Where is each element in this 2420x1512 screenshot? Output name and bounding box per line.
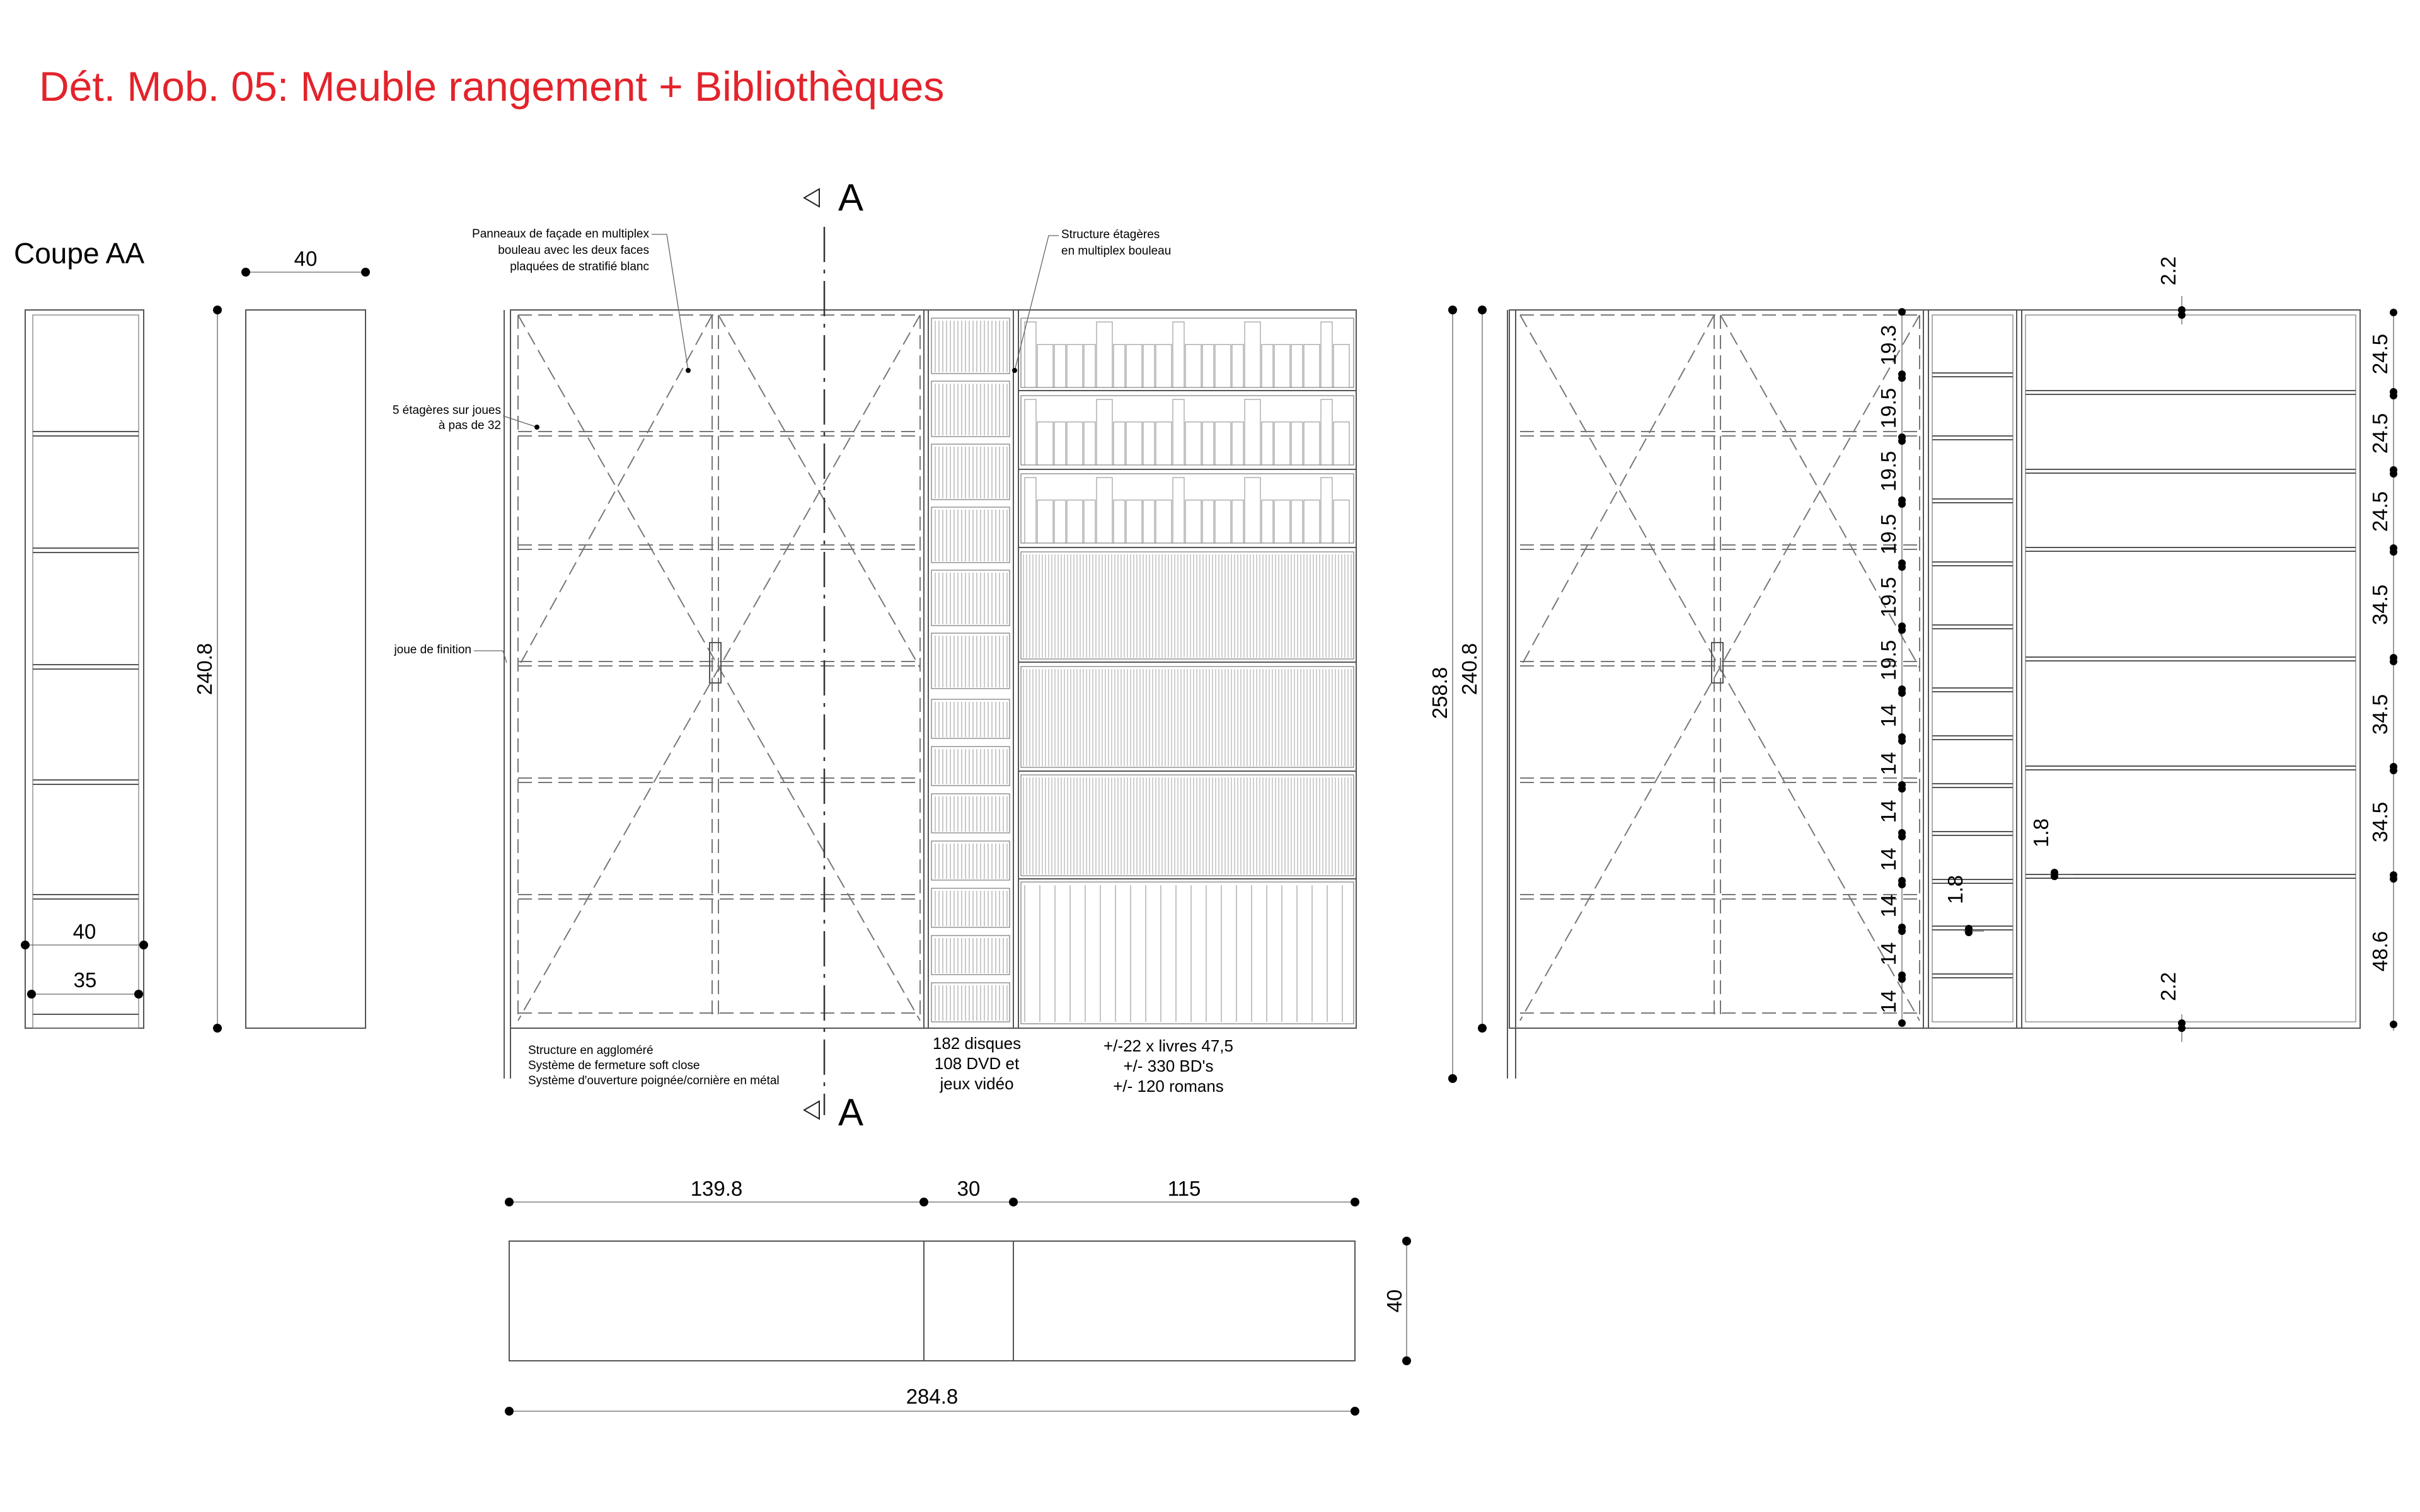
- left-spacing-5: 19.5: [1877, 577, 1900, 617]
- section-depth-inner: 35: [74, 968, 97, 992]
- note-media-3: jeux vidéo: [939, 1074, 1013, 1093]
- note-structure-shelves-1: Structure étagères: [1061, 228, 1160, 241]
- section-marker-top: A: [838, 176, 863, 219]
- note-structure-shelves-2: en multiplex bouleau: [1061, 244, 1171, 258]
- note-structure-base-3: Système d'ouverture poignée/cornière en …: [528, 1074, 780, 1087]
- note-books-3: +/- 120 romans: [1113, 1077, 1224, 1096]
- note-shelves-1: 5 étagères sur joues: [393, 404, 501, 417]
- panel-thickness-right: 1.8: [2029, 818, 2053, 847]
- note-facade-3: plaquées de stratifié blanc: [510, 260, 649, 273]
- section-label: Coupe AA: [14, 237, 144, 270]
- plan-view: 139.8 30 115 284.8 40: [505, 1177, 1411, 1416]
- section-marker-bottom: A: [838, 1091, 863, 1133]
- front-elevation: A A: [393, 176, 1357, 1133]
- note-facade-2: bouleau avec les deux faces: [498, 244, 649, 257]
- left-spacing-8: 14: [1877, 752, 1900, 776]
- section-depth-outer: 40: [73, 920, 96, 943]
- drawing-title: Dét. Mob. 05: Meuble rangement + Bibliot…: [39, 63, 944, 110]
- note-media-1: 182 disques: [933, 1034, 1021, 1053]
- right-spacing-7: 48.6: [2368, 931, 2392, 971]
- right-spacing-labels: 24.5 24.5 24.5 34.5 34.5 34.5 48.6: [2368, 334, 2392, 971]
- note-structure-base-1: Structure en aggloméré: [528, 1044, 654, 1057]
- note-shelves-2: à pas de 32: [439, 419, 501, 432]
- panel-thickness-left: 1.8: [1944, 875, 1967, 904]
- note-books-2: +/- 330 BD's: [1124, 1057, 1214, 1075]
- section-height: 240.8: [193, 643, 216, 696]
- left-spacing-2: 19.5: [1877, 388, 1900, 428]
- note-facade-1: Panneaux de façade en multiplex: [472, 227, 649, 241]
- plan-width-2: 30: [957, 1177, 981, 1200]
- plan-total-width: 284.8: [906, 1385, 959, 1408]
- left-spacing-12: 14: [1877, 942, 1900, 966]
- bottom-thickness: 2.2: [2157, 972, 2180, 1001]
- left-spacing-6: 19.5: [1877, 640, 1900, 680]
- right-spacing-6: 34.5: [2368, 802, 2392, 842]
- left-spacing-10: 14: [1877, 848, 1900, 871]
- plan-width-3: 115: [1168, 1177, 1201, 1200]
- right-spacing-2: 24.5: [2368, 413, 2392, 454]
- right-spacing-3: 24.5: [2368, 491, 2392, 532]
- cabinet-height: 240.8: [1458, 643, 1481, 696]
- right-spacing-4: 34.5: [2368, 585, 2392, 625]
- top-thickness: 2.2: [2157, 256, 2180, 285]
- note-structure-base-2: Système de fermeture soft close: [528, 1059, 700, 1072]
- left-spacing-4: 19.5: [1877, 514, 1900, 554]
- note-finish-side: joue de finition: [393, 643, 471, 656]
- section-view: Coupe AA 40 35 40 240.8: [14, 237, 370, 1033]
- plan-width-1: 139.8: [691, 1177, 743, 1200]
- media-column: [931, 318, 1010, 1022]
- note-media-2: 108 DVD et: [935, 1054, 1020, 1073]
- note-books-1: +/-22 x livres 47,5: [1103, 1036, 1233, 1055]
- left-spacing-13: 14: [1877, 990, 1900, 1014]
- structure-elevation: 258.8 240.8 19.3 19.5 19.5 19.5 19.5 19.…: [1428, 256, 2397, 1083]
- left-spacing-11: 14: [1877, 895, 1900, 918]
- left-spacing-9: 14: [1877, 800, 1900, 823]
- right-spacing-5: 34.5: [2368, 694, 2392, 735]
- plan-depth: 40: [1383, 1290, 1406, 1313]
- shelf-contents: [935, 321, 1352, 1022]
- left-spacing-1: 19.3: [1877, 325, 1900, 365]
- right-spacing-1: 24.5: [2368, 334, 2392, 374]
- left-spacing-7: 14: [1877, 704, 1900, 728]
- left-spacing-labels: 19.3 19.5 19.5 19.5 19.5 19.5 14 14 14 1…: [1877, 325, 1900, 1013]
- total-height: 258.8: [1428, 667, 1451, 719]
- left-spacing-3: 19.5: [1877, 451, 1900, 491]
- section-top-depth: 40: [294, 247, 318, 270]
